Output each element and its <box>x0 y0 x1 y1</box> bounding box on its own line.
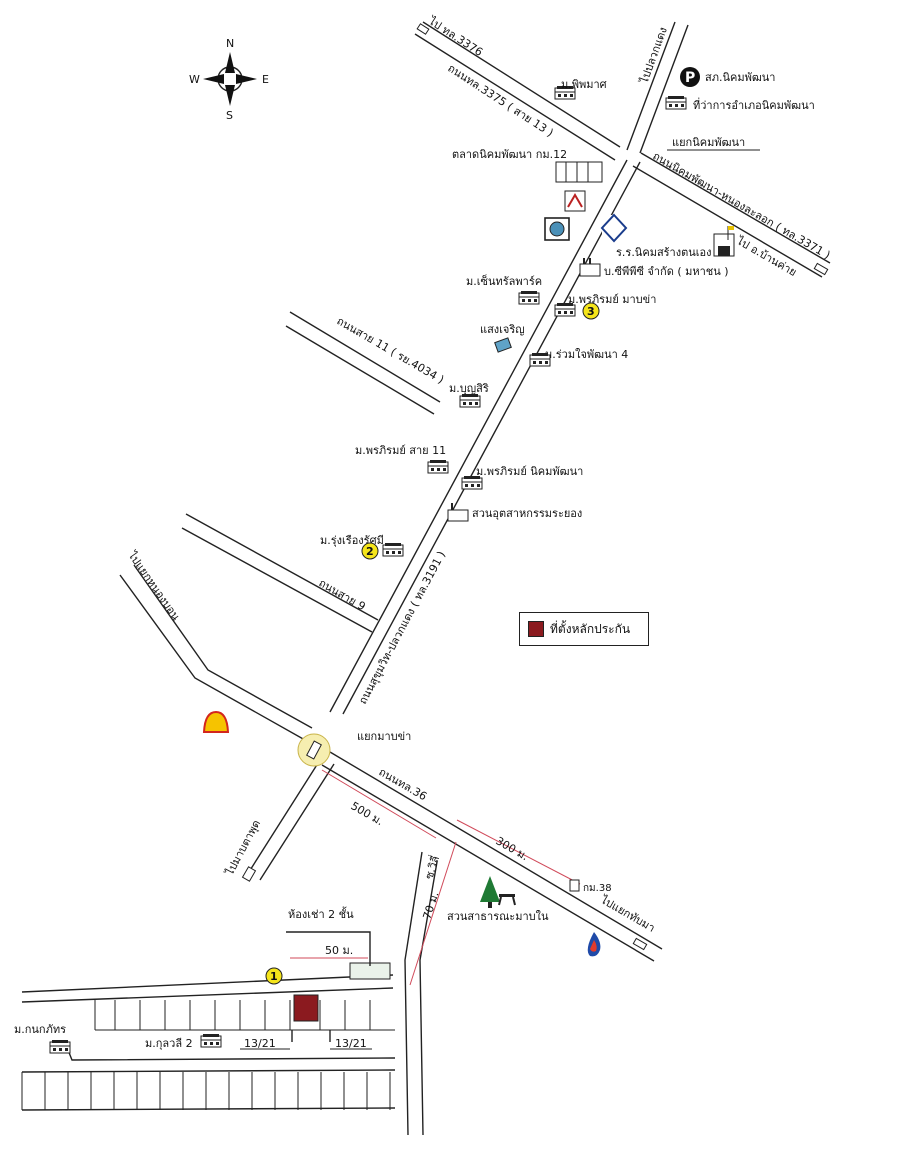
park-tree-icon <box>480 876 516 908</box>
road-network <box>21 21 831 1136</box>
place-km: กม.38 <box>583 883 612 894</box>
industrial-icon <box>447 503 469 522</box>
compass-s: S <box>226 109 233 122</box>
place-ruamjai: ม.ร่วมใจพัฒนา 4 <box>545 348 628 361</box>
road-label-3191: ถนนสุขุมวิท-ปลวกแดง ( ทล.3191 ) <box>356 549 448 706</box>
place-mphiphat: ม.พิพมาศ <box>561 78 607 91</box>
place-rent: ห้องเช่า 2 ชั้น <box>288 906 354 921</box>
bank-scb-icon <box>564 190 586 212</box>
marker-3-label: 3 <box>587 305 595 318</box>
house-icon <box>382 542 404 557</box>
gas-station-icon <box>494 337 512 353</box>
school-icon <box>713 226 735 257</box>
marker-1[interactable] <box>265 967 283 985</box>
place-park: สวนสาธารณะมาบใน <box>447 910 549 923</box>
place-police: สภ.นิคมพัฒนา <box>705 71 775 84</box>
road-label-11: ถนนสาย 11 ( รย.4034 ) <box>335 314 447 386</box>
house-icon <box>518 290 540 305</box>
marker-3[interactable] <box>582 302 600 320</box>
house-icon <box>461 475 483 490</box>
place-industrial: สวนอุตสาหกรรมระยอง <box>472 507 582 520</box>
place-central: ม.เซ็นทรัลพาร์ค <box>466 274 542 288</box>
house-number-1: 13/21 <box>244 1037 276 1050</box>
collateral-lot[interactable] <box>293 994 319 1022</box>
place-saengcharoen: แสงเจริญ <box>480 323 525 336</box>
road-label-ban-khai: ไป อ.บ้านค่าย <box>734 234 799 279</box>
market-icon <box>555 161 603 183</box>
place-khanokphat: ม.กนกภัทร <box>14 1023 66 1036</box>
house-number-2: 13/21 <box>335 1037 367 1050</box>
place-ptt: บ.ซีพีพีซี จำกัด ( มหาชน ) <box>604 265 729 278</box>
road-label-plaeng: ไปปลวกแดง <box>637 25 670 86</box>
house-icon <box>459 393 481 408</box>
distance-70: 70 ม. <box>420 890 441 921</box>
marker-2[interactable] <box>361 542 379 560</box>
ptt-station-icon <box>587 932 601 957</box>
bank-bangkok-icon <box>600 213 628 243</box>
distance-500: 500 ม. <box>349 799 386 828</box>
place-district: ที่ว่าการอำเภอนิคมพัฒนา <box>693 97 815 112</box>
distance-50: 50 ม. <box>325 944 353 957</box>
bank-krungthai-icon <box>544 217 570 241</box>
distance-300: 300 ม. <box>494 834 531 863</box>
place-pornpirom11: ม.พรภิรมย์ สาย 11 <box>355 444 446 457</box>
km-post-icon <box>569 879 580 892</box>
house-icon <box>200 1033 222 1048</box>
place-pornpirom-nikhom: ม.พรภิรมย์ นิคมพัฒนา <box>476 465 583 478</box>
road-label-9: ถนนสาย 9 <box>317 576 368 613</box>
traffic-light-icon <box>297 733 331 767</box>
lot-grid <box>21 1000 395 1110</box>
marker-1-label: 1 <box>270 970 278 983</box>
place-pornpirom-mab: ม.พรภิรมย์ มาบข่า <box>568 293 656 306</box>
junction-mabkha: แยกมาบข่า <box>357 730 411 743</box>
road-label-soi: ซ.วิลี่ <box>421 854 443 881</box>
junction-nikhom: แยกนิคมพัฒนา <box>672 136 745 149</box>
svg-text:P: P <box>685 70 695 86</box>
house-icon <box>554 302 576 317</box>
legend-swatch <box>528 621 544 637</box>
place-boonsiri: ม.บุญสิริ <box>449 382 489 395</box>
compass-e: E <box>262 73 269 86</box>
compass-w: W <box>189 73 200 86</box>
legend: ที่ตั้งหลักประกัน <box>519 612 649 646</box>
compass-rose: N S W E <box>189 37 269 122</box>
house-icon <box>49 1039 71 1054</box>
road-label-3376: ไป ทล.3376 <box>426 14 485 59</box>
factory-icon <box>579 258 601 277</box>
marker-2-label: 2 <box>366 545 374 558</box>
place-market: ตลาดนิคมพัฒนา กม.12 <box>452 148 567 161</box>
distance-lines <box>286 769 581 1042</box>
house-icon <box>529 352 551 367</box>
road-label-maptaphut: ไปมาบตาพุด <box>223 818 263 879</box>
place-school: ร.ร.นิคมสร้างตนเอง <box>616 246 712 259</box>
district-office-icon <box>665 95 687 110</box>
shell-station-icon <box>202 710 230 733</box>
compass-n: N <box>226 37 234 50</box>
road-label-nongbon: ไปแยกหนองบอน <box>125 548 183 623</box>
parking-icon: P <box>680 67 700 87</box>
road-label-3375: ถนนทล.3375 ( สาย 13 ) <box>445 62 555 140</box>
place-kunkalsi: ม.กุลวลี 2 <box>145 1037 193 1050</box>
house-icon <box>427 459 449 474</box>
legend-label: ที่ตั้งหลักประกัน <box>550 621 631 636</box>
